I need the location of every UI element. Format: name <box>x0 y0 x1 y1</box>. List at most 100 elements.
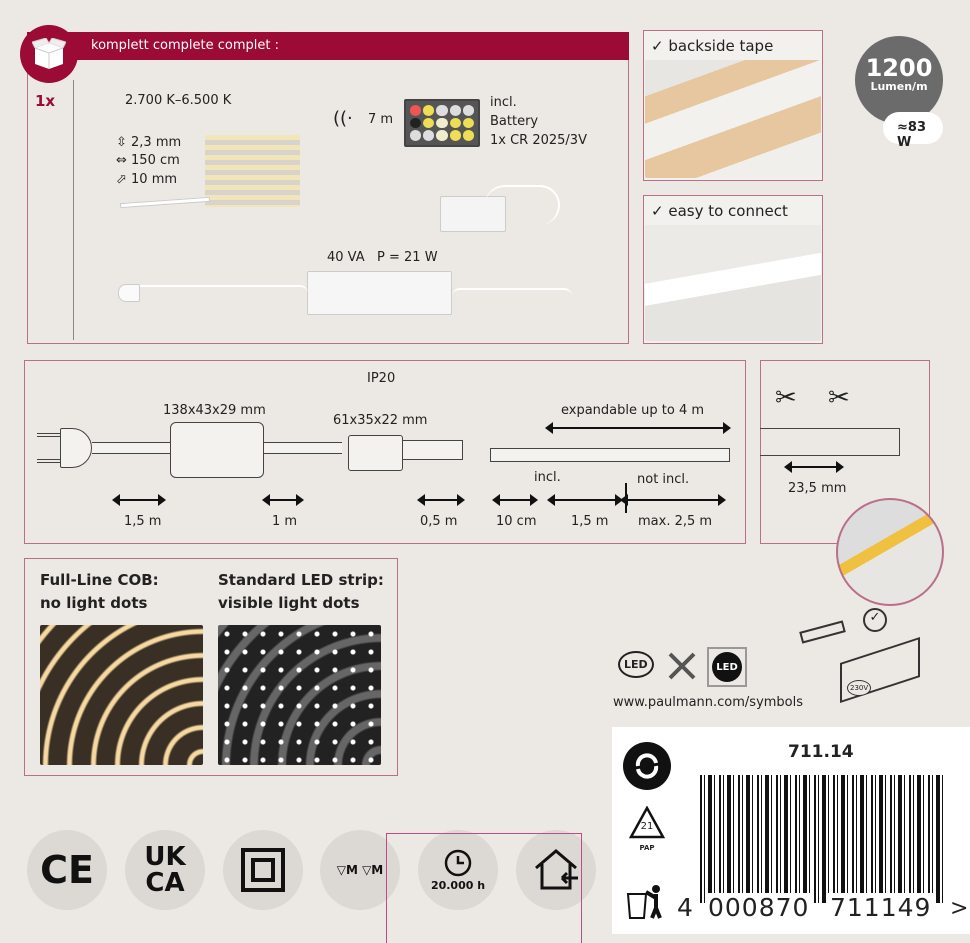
led-strip-coil-image <box>205 135 300 207</box>
integrated-led-icon: LED <box>707 647 747 687</box>
scissors-icon: ✂ <box>828 383 850 413</box>
lifetime-icon: 20.000 h <box>418 830 498 910</box>
protection-class-2-icon <box>223 830 303 910</box>
arrow-1m <box>262 494 304 506</box>
ean-marker: > <box>950 896 969 921</box>
backside-tape-label: ✓ backside tape <box>651 37 774 55</box>
cut-interval-arrow <box>784 461 844 473</box>
height-value: 2,3 mm <box>131 135 182 150</box>
easy-connect-label: ✓ easy to connect <box>651 202 788 220</box>
length-5: 1,5 m <box>571 514 609 529</box>
contents-header: komplett complete complet : <box>27 32 629 60</box>
standard-title: Standard LED strip: <box>218 571 384 589</box>
recycle-material: PAP <box>639 844 655 852</box>
plug-drawing <box>60 428 92 468</box>
cut-strip-drawing <box>760 428 900 456</box>
length-value: 150 cm <box>131 153 180 168</box>
length-1: 1,5 m <box>124 514 162 529</box>
arrow-0-5m <box>417 494 465 506</box>
voltage-label: 230V <box>847 680 872 696</box>
symbols-link[interactable]: www.paulmann.com/symbols <box>613 695 804 710</box>
divider <box>73 80 74 340</box>
length-3: 0,5 m <box>420 514 458 529</box>
driver-size: 138x43x29 mm <box>163 403 266 418</box>
strip-drawing <box>490 448 730 462</box>
waste-bin-icon <box>626 884 666 920</box>
clock-icon <box>444 849 472 876</box>
quantity-label: 1x <box>35 92 56 110</box>
driver-drawing <box>170 422 264 478</box>
bulb-equivalent: ≈83 W <box>883 112 943 150</box>
package-box-icon <box>20 25 78 83</box>
cob-strip-photo <box>40 625 203 765</box>
arrow-1-5m <box>112 494 166 506</box>
arrow-incl <box>547 494 623 506</box>
ean-left: 000870 <box>706 893 812 922</box>
ip-rating: IP20 <box>367 371 396 386</box>
range-value: 7 m <box>368 112 394 127</box>
recycle-code: 21 <box>640 821 654 832</box>
comparison-panel <box>24 558 398 776</box>
length-2: 1 m <box>272 514 298 529</box>
green-dot-icon <box>623 742 671 790</box>
cob-title: Full-Line COB: <box>40 571 159 589</box>
expandable-label: expandable up to 4 m <box>561 403 705 418</box>
color-temperature: 2.700 K–6.500 K <box>125 93 232 108</box>
length-spec: ⇔ 150 cm <box>116 153 180 168</box>
power-plug-cable <box>118 285 308 303</box>
standard-subtitle: visible light dots <box>218 594 360 612</box>
incl-label: incl. <box>534 470 561 485</box>
lumen-unit: Lumen/m <box>870 80 928 93</box>
ukca-bottom: CA <box>145 868 185 898</box>
cutting-photo <box>836 498 944 606</box>
width-spec: ⬀ 10 mm <box>116 172 178 187</box>
replaceable-driver-icon: ✓ 230V <box>795 608 925 703</box>
lifetime-value: 20.000 h <box>430 878 486 892</box>
battery-line-2: Battery <box>490 114 539 129</box>
scissors-icon: ✂ <box>775 383 797 413</box>
length-6: max. 2,5 m <box>638 514 713 529</box>
connector-image <box>645 225 821 341</box>
recycle-icon: 21 PAP <box>623 806 671 862</box>
ean-first-digit: 4 <box>677 893 693 922</box>
remote-control-image <box>404 99 480 147</box>
battery-line-1: incl. <box>490 95 517 110</box>
output-cable <box>452 288 572 304</box>
ukca-top: UK <box>144 842 186 872</box>
wireless-icon: ((· <box>333 108 353 129</box>
arrow-not-incl <box>620 494 726 506</box>
controller-drawing <box>348 435 403 471</box>
power-supply-image <box>307 271 452 315</box>
plug-pins <box>37 433 61 463</box>
controller-size: 61x35x22 mm <box>333 413 428 428</box>
lumen-value: 1200 <box>865 54 933 82</box>
not-incl-label: not incl. <box>637 472 690 487</box>
barcode-bars <box>700 775 945 903</box>
split-marker <box>625 483 627 513</box>
led-label: LED <box>712 652 742 682</box>
ean-right: 711149 <box>828 893 934 922</box>
article-number: 711.14 <box>788 742 854 762</box>
euro-plug-image <box>118 284 140 302</box>
expandable-arrow <box>545 422 731 434</box>
highlight-frame <box>386 833 582 943</box>
controller-cable <box>485 185 560 225</box>
height-spec: ⇳ 2,3 mm <box>116 135 182 150</box>
length-4: 10 cm <box>496 514 537 529</box>
driver-rating: 40 VA P = 21 W <box>327 250 438 265</box>
battery-line-3: 1x CR 2025/3V <box>490 133 587 148</box>
standard-strip-photo <box>218 625 381 765</box>
width-value: 10 mm <box>131 172 178 187</box>
controller-leads <box>403 440 463 460</box>
led-sun-icon: LED <box>618 651 654 678</box>
no-bulb-icon <box>666 650 698 682</box>
backside-tape-image <box>645 60 821 178</box>
cut-interval: 23,5 mm <box>788 481 847 496</box>
cob-subtitle: no light dots <box>40 594 148 612</box>
indoor-use-icon <box>516 830 596 910</box>
lumen-badge: 1200 Lumen/m <box>855 36 943 124</box>
arrow-10cm <box>492 494 538 506</box>
ce-mark-icon: CE <box>27 830 107 910</box>
wiring-diagram-panel <box>24 360 746 544</box>
